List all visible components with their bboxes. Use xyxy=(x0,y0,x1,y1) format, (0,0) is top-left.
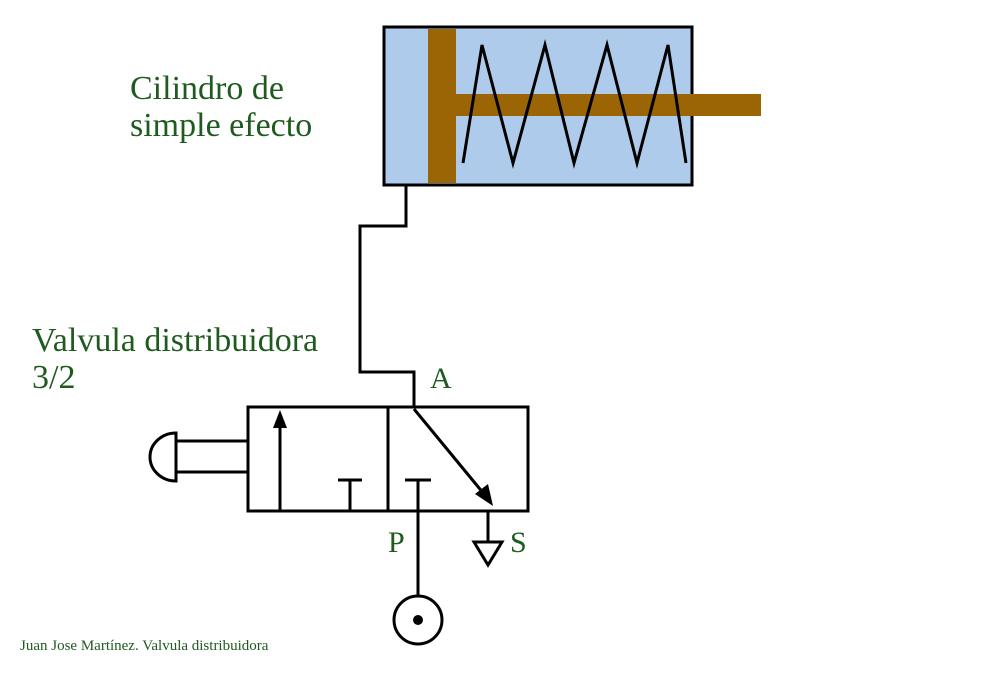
port-p-label: P xyxy=(388,526,405,559)
flow-arrow-diagonal xyxy=(412,408,486,495)
cylinder-label-line2: simple efecto xyxy=(130,107,313,145)
push-button-actuator-icon xyxy=(148,431,250,483)
port-a-label: A xyxy=(430,362,452,395)
piston-rod xyxy=(456,94,761,116)
air-line xyxy=(358,185,416,407)
valve-label-line1: Valvula distribuidora xyxy=(32,322,319,359)
valve-label-line2: 3/2 xyxy=(32,359,76,397)
single-acting-cylinder-icon xyxy=(382,25,761,187)
valve-label: Valvula distribuidora 3/2 xyxy=(32,322,318,397)
cylinder-label-line1: Cilindro de xyxy=(130,70,284,107)
credit-text: Juan Jose Martínez. Valvula distribuidor… xyxy=(20,638,269,654)
cylinder-label: Cilindro de simple efecto xyxy=(130,70,312,145)
port-s-label: S xyxy=(510,526,527,559)
pressure-source-icon xyxy=(392,594,444,646)
return-spring-icon xyxy=(461,39,688,169)
piston xyxy=(428,29,456,183)
arrow-head-diagonal-icon xyxy=(475,484,493,506)
exhaust-triangle-icon xyxy=(471,540,505,568)
arrow-head-up-icon xyxy=(273,410,287,428)
3-2-way-valve-icon xyxy=(246,405,530,513)
